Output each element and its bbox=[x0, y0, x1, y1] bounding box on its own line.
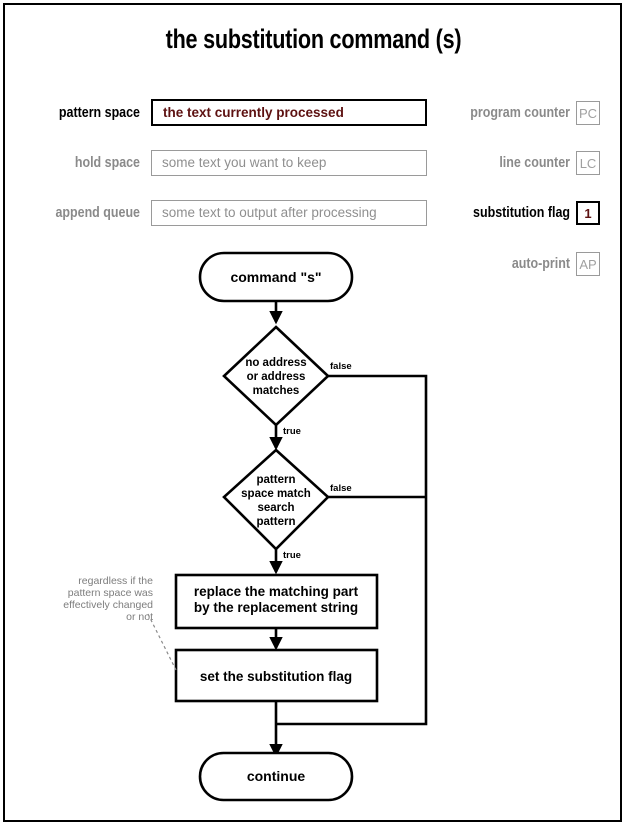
edge-label-decision1-true: true bbox=[283, 426, 301, 437]
node-process-set-flag[interactable] bbox=[174, 648, 379, 703]
field-auto-print[interactable]: AP bbox=[576, 252, 600, 276]
register-label-line-counter: line counter bbox=[499, 155, 570, 171]
node-process-set-flag-label: set the substitution flag bbox=[200, 669, 352, 684]
field-substitution-flag[interactable]: 1 bbox=[576, 201, 600, 225]
node-start-label: command "s" bbox=[230, 269, 321, 285]
page-title: the substitution command (s) bbox=[165, 24, 462, 54]
field-line-counter[interactable]: LC bbox=[576, 151, 600, 175]
edge-label-decision2-false: false bbox=[330, 483, 352, 494]
node-end[interactable] bbox=[198, 751, 354, 802]
field-hold-space[interactable]: some text you want to keep bbox=[151, 150, 427, 176]
node-decision-pattern-match-line4: pattern bbox=[257, 516, 296, 528]
register-label-auto-print: auto-print bbox=[511, 256, 570, 272]
field-program-counter[interactable]: PC bbox=[576, 101, 600, 125]
node-decision-pattern-match-line2: space match bbox=[241, 488, 311, 500]
field-hold-space-value: some text you want to keep bbox=[162, 155, 327, 171]
edge-label-decision2-true: true bbox=[283, 550, 301, 561]
node-end-label: continue bbox=[247, 768, 306, 784]
node-start[interactable] bbox=[198, 251, 354, 303]
node-decision-address-line2: or address bbox=[247, 371, 306, 383]
edge-decision1-false bbox=[276, 374, 428, 726]
register-label-substitution-flag: substitution flag bbox=[473, 205, 570, 221]
register-label-program-counter: program counter bbox=[470, 105, 570, 121]
field-auto-print-value: AP bbox=[579, 256, 597, 272]
node-decision-address-line1: no address bbox=[245, 357, 306, 369]
field-pattern-space[interactable]: the text currently processed bbox=[151, 99, 427, 126]
field-line-counter-value: LC bbox=[579, 155, 597, 171]
field-append-queue[interactable]: some text to output after processing bbox=[151, 200, 427, 226]
annotation-line4: or not bbox=[126, 611, 153, 623]
annotation-leader-line bbox=[147, 613, 177, 671]
field-program-counter-value: PC bbox=[578, 105, 598, 121]
annotation-line2: pattern space was bbox=[68, 587, 153, 599]
node-decision-pattern-match-line1: pattern bbox=[257, 474, 296, 486]
register-label-pattern-space: pattern space bbox=[58, 105, 140, 121]
node-process-replace[interactable] bbox=[174, 573, 379, 630]
annotation-line1: regardless if the bbox=[78, 575, 153, 587]
node-decision-address-line3: matches bbox=[253, 385, 300, 397]
field-pattern-space-value: the text currently processed bbox=[163, 104, 344, 120]
field-substitution-flag-value: 1 bbox=[584, 205, 592, 221]
node-decision-address[interactable] bbox=[222, 325, 330, 427]
annotation-line3: effectively changed bbox=[63, 599, 153, 611]
register-label-hold-space: hold space bbox=[74, 155, 140, 171]
edge-label-decision1-false: false bbox=[330, 361, 352, 372]
register-label-append-queue: append queue bbox=[55, 205, 140, 221]
node-decision-pattern-match-line3: search bbox=[257, 502, 294, 514]
node-process-replace-line1: replace the matching part bbox=[194, 584, 359, 599]
node-process-replace-line2: by the replacement string bbox=[194, 600, 358, 615]
node-decision-pattern-match[interactable] bbox=[222, 448, 330, 551]
field-append-queue-value: some text to output after processing bbox=[162, 205, 377, 221]
